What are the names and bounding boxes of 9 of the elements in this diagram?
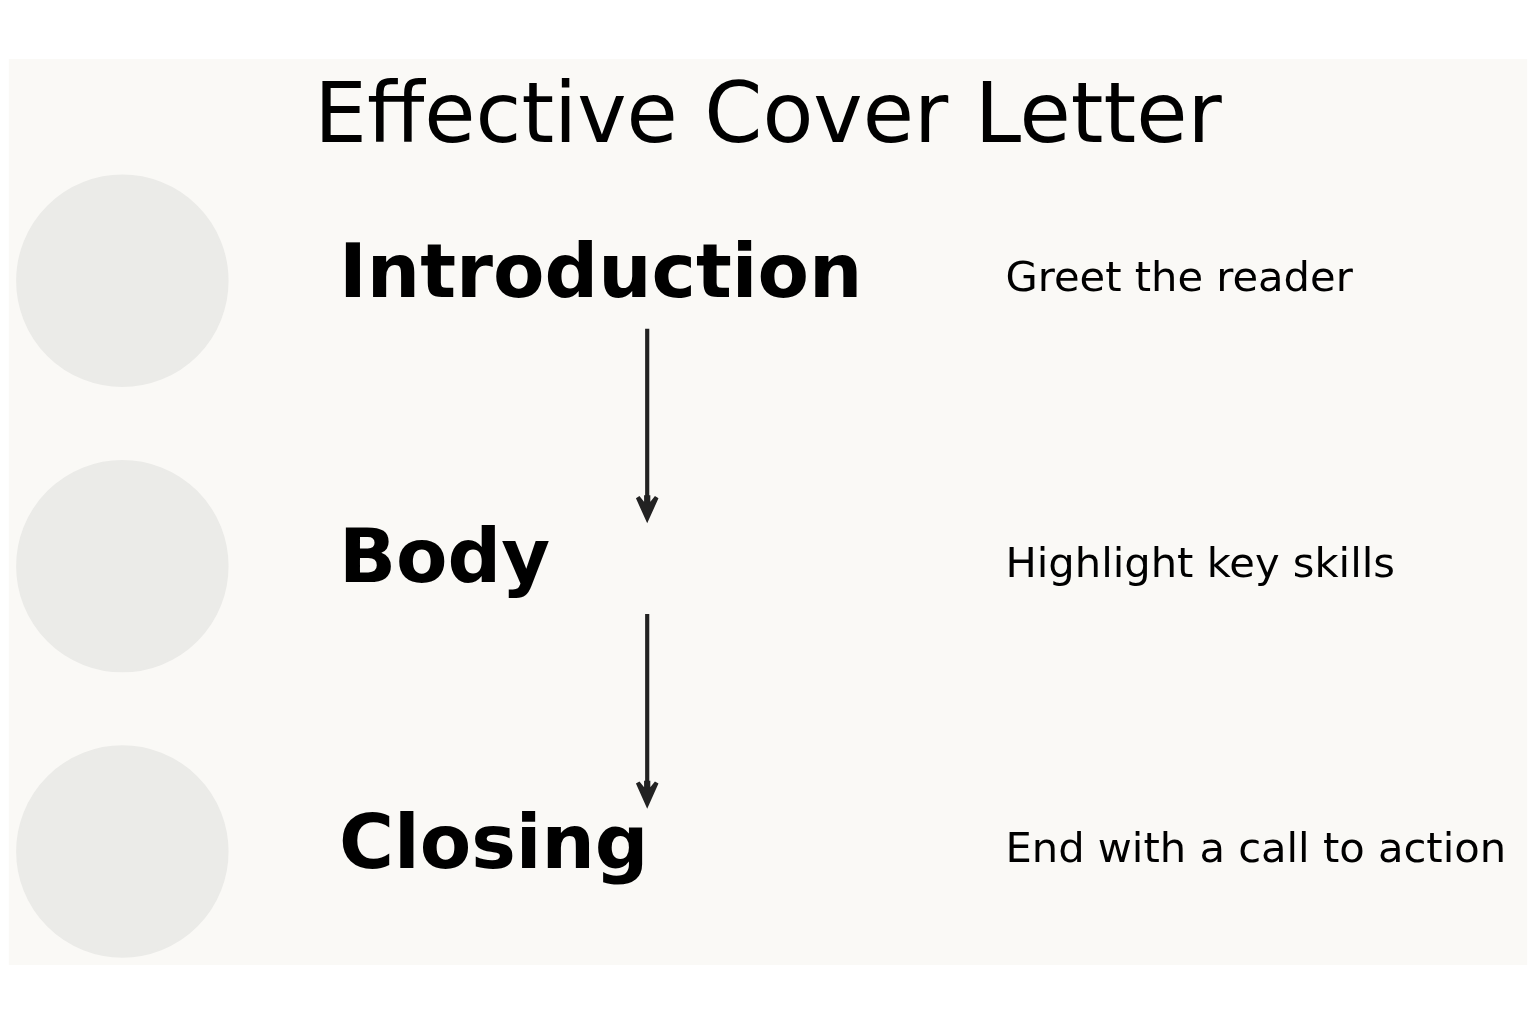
arrow	[635, 328, 659, 521]
diagram-title: Effective Cover Letter	[314, 65, 1222, 163]
node-text: Introduction	[338, 227, 863, 316]
node-text: Closing	[338, 797, 649, 886]
arrow	[635, 614, 659, 806]
node-label: End with a call to action	[1005, 822, 1507, 872]
node-label: Greet the reader	[1005, 252, 1353, 302]
node-text: Body	[338, 512, 551, 601]
node-label: Highlight key skills	[1005, 537, 1396, 587]
